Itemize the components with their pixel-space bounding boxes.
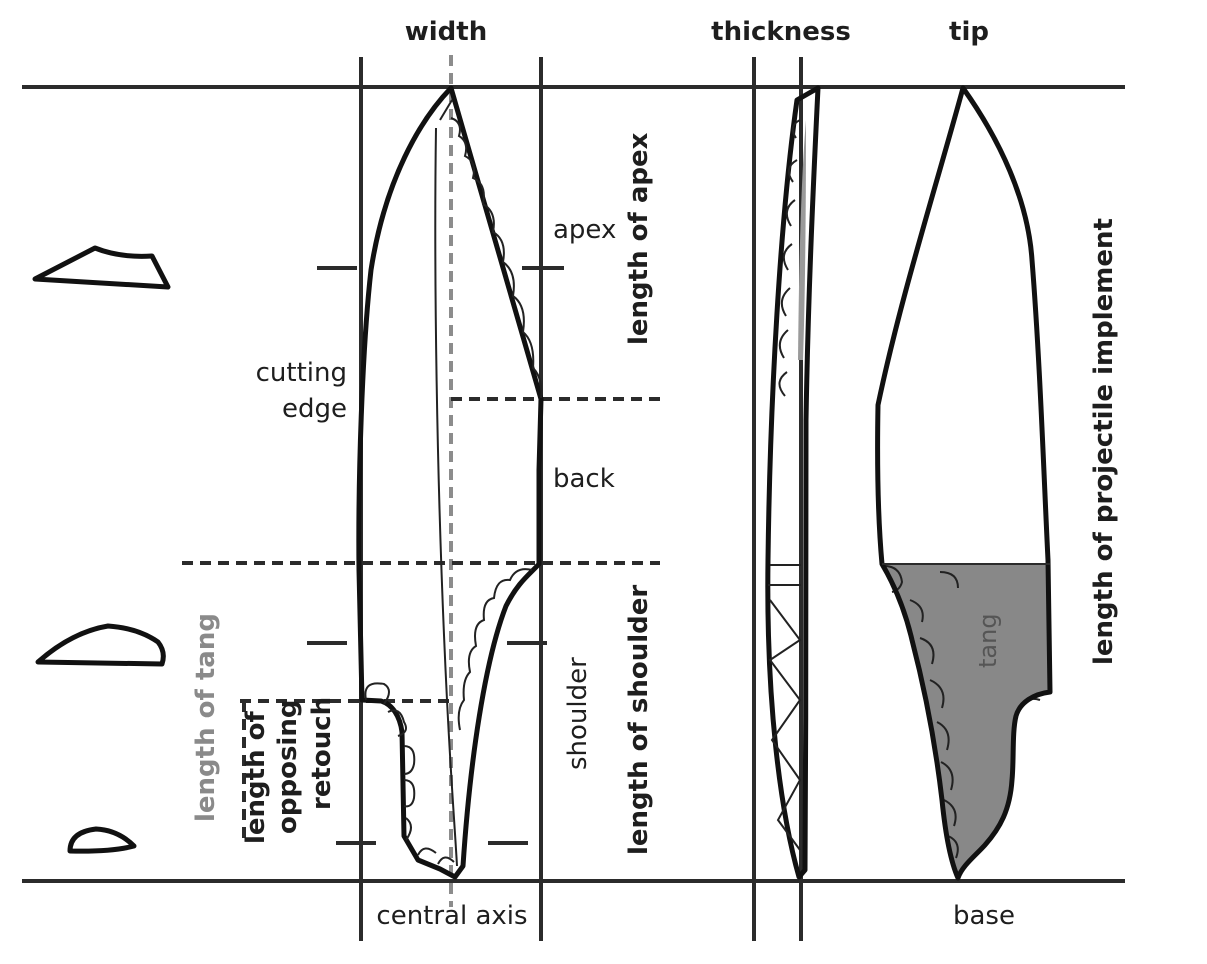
- implement-profile-outline: [875, 85, 1053, 881]
- label-opposing: opposing: [273, 700, 303, 834]
- label-retouch: retouch: [307, 697, 337, 810]
- label-central-axis: central axis: [376, 901, 527, 931]
- label-shoulder: shoulder: [563, 657, 593, 770]
- cross-section-lower: [67, 826, 137, 854]
- tang-shaded-area: [882, 564, 1050, 878]
- implement-side-outline: [765, 85, 821, 880]
- label-apex: apex: [553, 215, 616, 245]
- label-width: width: [405, 17, 487, 47]
- cross-section-middle: [35, 623, 166, 667]
- side-view-retouch-lower: [768, 564, 802, 851]
- implement-front-outline: [356, 85, 544, 880]
- side-view-retouch-upper: [778, 119, 801, 397]
- shoulder-retouch-scallops: [457, 568, 533, 731]
- label-back: back: [553, 464, 615, 494]
- apex-retouch-scallops: [450, 117, 543, 399]
- opposing-retouch-scallops: [364, 682, 455, 865]
- implement-inner-ridge: [434, 127, 458, 867]
- label-edge: edge: [282, 394, 347, 424]
- tang-retouch-scallops: [883, 565, 1041, 859]
- label-length-of-apex: length of apex: [624, 132, 654, 345]
- label-base: base: [953, 901, 1015, 931]
- implement-inner-ridge-upper: [439, 99, 453, 121]
- label-tip: tip: [949, 17, 989, 47]
- label-thickness: thickness: [711, 17, 851, 47]
- label-length-of-shoulder: length of shoulder: [624, 585, 654, 855]
- label-cutting: cutting: [256, 358, 347, 388]
- label-length-of: length of: [241, 710, 271, 844]
- label-tang: tang: [974, 613, 1002, 668]
- label-length-of-projectile-implement: length of projectile implement: [1089, 218, 1119, 665]
- side-view-shading: [798, 120, 806, 360]
- cross-section-upper: [32, 245, 171, 290]
- label-length-of-tang: length of tang: [191, 613, 221, 822]
